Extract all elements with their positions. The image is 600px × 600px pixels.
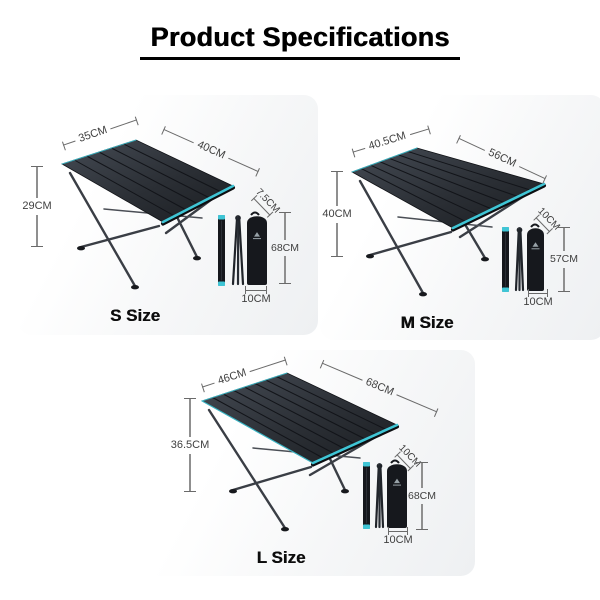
dim-height: 40CM — [317, 171, 357, 257]
mountain-logo-icon — [393, 478, 401, 486]
tabletop — [351, 147, 546, 232]
dim-line — [563, 267, 565, 291]
dim-line — [36, 215, 38, 246]
dim-label-height: 29CM — [22, 200, 52, 212]
dim-label-bag-length: 68CM — [270, 241, 299, 254]
dim-cap — [331, 171, 343, 173]
size-label-m: M Size — [400, 313, 454, 332]
pole-bundle — [374, 463, 385, 529]
tabletop — [201, 372, 399, 467]
dim-line — [110, 119, 138, 130]
table-m-illustration — [351, 147, 546, 297]
tabletop — [61, 139, 235, 226]
storage-panel — [218, 215, 225, 286]
dim-cap — [31, 245, 43, 247]
dim-line — [352, 147, 366, 153]
dim-line — [189, 453, 191, 491]
storage-panel — [502, 227, 509, 292]
dim-bag-length: 68CM — [402, 462, 442, 530]
storage-panel — [363, 462, 370, 529]
dim-cap — [558, 227, 570, 229]
dim-cap — [416, 528, 428, 530]
carry-bag — [247, 211, 267, 285]
dim-line — [388, 526, 408, 537]
dim-cap — [184, 398, 196, 400]
pole-bundle — [231, 215, 245, 286]
dim-line — [421, 504, 423, 529]
dim-line — [421, 463, 423, 488]
dim-line — [201, 382, 215, 388]
dim-bag-width: 10CM — [523, 288, 553, 309]
dim-height: 36.5CM — [168, 398, 212, 492]
dim-label-bag-width: 10CM — [383, 534, 413, 547]
page-title: Product Specifications — [140, 22, 460, 60]
dim-label-bag-length: 68CM — [407, 489, 436, 502]
dim-line — [36, 167, 38, 198]
dim-bag-width: 10CM — [383, 526, 413, 547]
dim-bag-length: 68CM — [265, 212, 305, 284]
table-l-illustration — [201, 372, 407, 532]
pole-bundle — [514, 227, 525, 292]
table-s-illustration — [61, 139, 267, 290]
dim-line — [563, 228, 565, 252]
dim-line — [528, 288, 548, 299]
dim-line — [284, 256, 286, 283]
dim-cap — [558, 290, 570, 292]
dim-cap — [279, 282, 291, 284]
dim-height: 29CM — [17, 166, 57, 247]
size-m-panel: 40.5CM 56CM 40CM 10CM 57CM 10CM M Size — [320, 95, 600, 340]
dim-line — [189, 399, 191, 437]
dim-cap — [331, 255, 343, 257]
dim-line — [245, 285, 267, 296]
dim-line — [62, 140, 76, 146]
mountain-logo-icon — [253, 232, 261, 240]
header: Product Specifications — [0, 22, 600, 60]
dim-label-bag-width: 10CM — [523, 296, 553, 309]
mountain-logo-icon — [531, 242, 540, 250]
dim-cap — [31, 166, 43, 168]
dim-line — [336, 222, 338, 256]
dim-label-bag-length: 57CM — [549, 253, 578, 266]
dim-cap — [416, 462, 428, 464]
dim-bag-length: 57CM — [544, 227, 584, 292]
carry-bag — [527, 223, 544, 291]
carry-bag — [387, 459, 407, 528]
dim-line — [409, 128, 430, 136]
dim-cap — [279, 212, 291, 214]
size-label-l: L Size — [256, 548, 306, 567]
dim-cap — [184, 490, 196, 492]
size-label-s: S Size — [109, 306, 161, 325]
dim-bag-width: 10CM — [241, 285, 271, 306]
dim-line — [284, 213, 286, 240]
dim-label-bag-width: 10CM — [241, 293, 271, 306]
dim-label-height: 40CM — [322, 207, 352, 220]
size-l-panel: 46CM 68CM 36.5CM 10CM 68CM 10CM L Size — [145, 350, 475, 576]
dim-line — [336, 172, 338, 206]
size-s-panel: 35CM 40CM 29CM 7.5CM 68CM 10CM S Size — [18, 95, 318, 335]
dim-label-height: 36.5CM — [170, 438, 210, 451]
